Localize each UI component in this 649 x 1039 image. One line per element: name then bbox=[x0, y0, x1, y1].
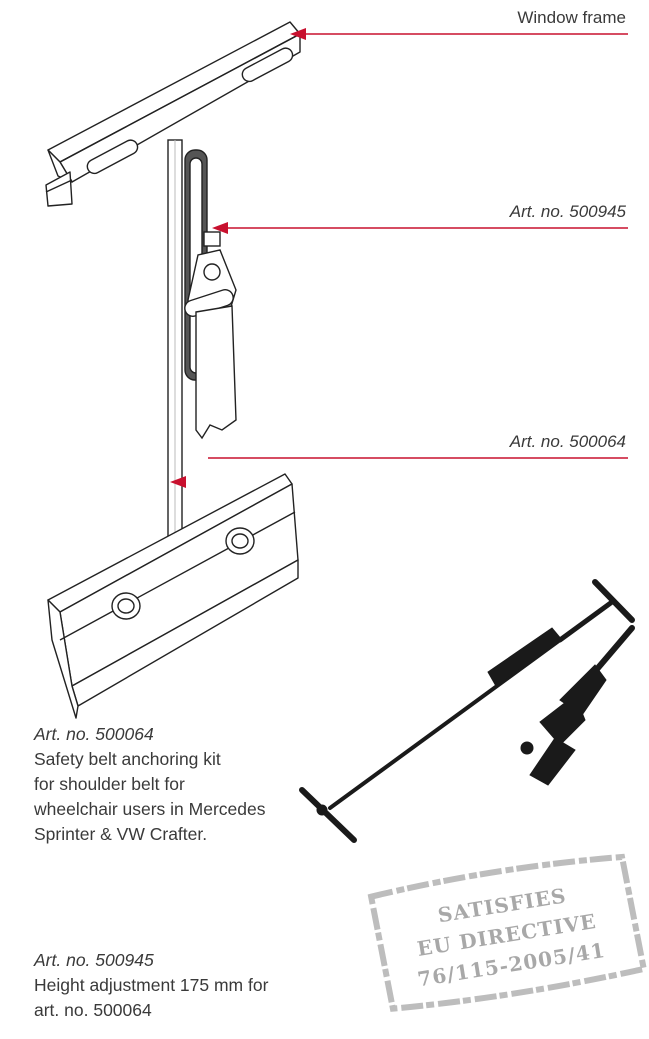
product-photo bbox=[299, 579, 635, 843]
description-item-1: Art. no. 500064 Safety belt anchoring ki… bbox=[34, 722, 364, 847]
description-line: Height adjustment 175 mm for bbox=[34, 975, 269, 995]
floor-rail bbox=[47, 473, 299, 719]
approval-stamp: SATISFIES EU DIRECTIVE 76/115-2005/41 bbox=[367, 853, 648, 1012]
description-line: for shoulder belt for bbox=[34, 774, 185, 794]
window-frame-rail bbox=[45, 21, 301, 207]
description-line: Sprinter & VW Crafter. bbox=[34, 824, 208, 844]
description-line: art. no. 500064 bbox=[34, 1000, 152, 1020]
description-art-number: Art. no. 500945 bbox=[34, 950, 154, 970]
callout-leaders bbox=[170, 28, 628, 488]
description-line: wheelchair users in Mercedes bbox=[34, 799, 266, 819]
callout-height-adjuster: Art. no. 500945 bbox=[509, 202, 626, 221]
callout-anchoring-rod: Art. no. 500064 bbox=[509, 432, 626, 451]
description-art-number: Art. no. 500064 bbox=[34, 724, 154, 744]
anchoring-rod bbox=[167, 139, 183, 596]
callout-window-frame: Window frame bbox=[517, 8, 626, 27]
height-adjuster bbox=[184, 149, 237, 440]
description-item-2: Art. no. 500945 Height adjustment 175 mm… bbox=[34, 948, 364, 1023]
description-line: Safety belt anchoring kit bbox=[34, 749, 221, 769]
